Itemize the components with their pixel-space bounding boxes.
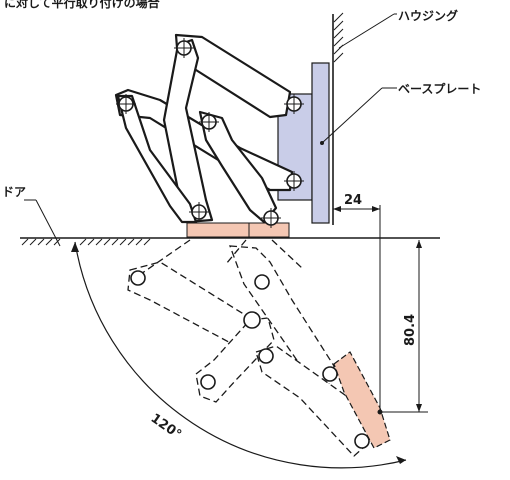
door-surface bbox=[20, 237, 440, 246]
closed-pivot-pins bbox=[116, 38, 304, 228]
housing-wall bbox=[332, 12, 344, 225]
base-plate-callout: ベースプレート bbox=[321, 81, 481, 144]
dimension-height: 80.4 bbox=[377, 240, 428, 415]
offset-dim-label: 24 bbox=[344, 193, 362, 208]
closed-hinge-arms bbox=[114, 33, 294, 224]
base-plate bbox=[277, 62, 330, 224]
door-label: ドア bbox=[2, 185, 26, 199]
open-arm-pad bbox=[333, 351, 391, 449]
caption-text: に対して平行取り付けの場合 bbox=[4, 0, 161, 10]
base-plate-label: ベースプレート bbox=[398, 81, 481, 96]
angle-label: 120° bbox=[148, 411, 184, 443]
closed-arm-pads bbox=[186, 222, 290, 238]
dimension-offset: 24 bbox=[333, 193, 381, 240]
door-callout: ドア bbox=[2, 185, 61, 247]
open-pivot-pins bbox=[130, 270, 370, 449]
housing-callout: ハウジング bbox=[338, 8, 458, 49]
housing-label: ハウジング bbox=[398, 8, 458, 23]
height-dim-label: 80.4 bbox=[403, 314, 418, 346]
